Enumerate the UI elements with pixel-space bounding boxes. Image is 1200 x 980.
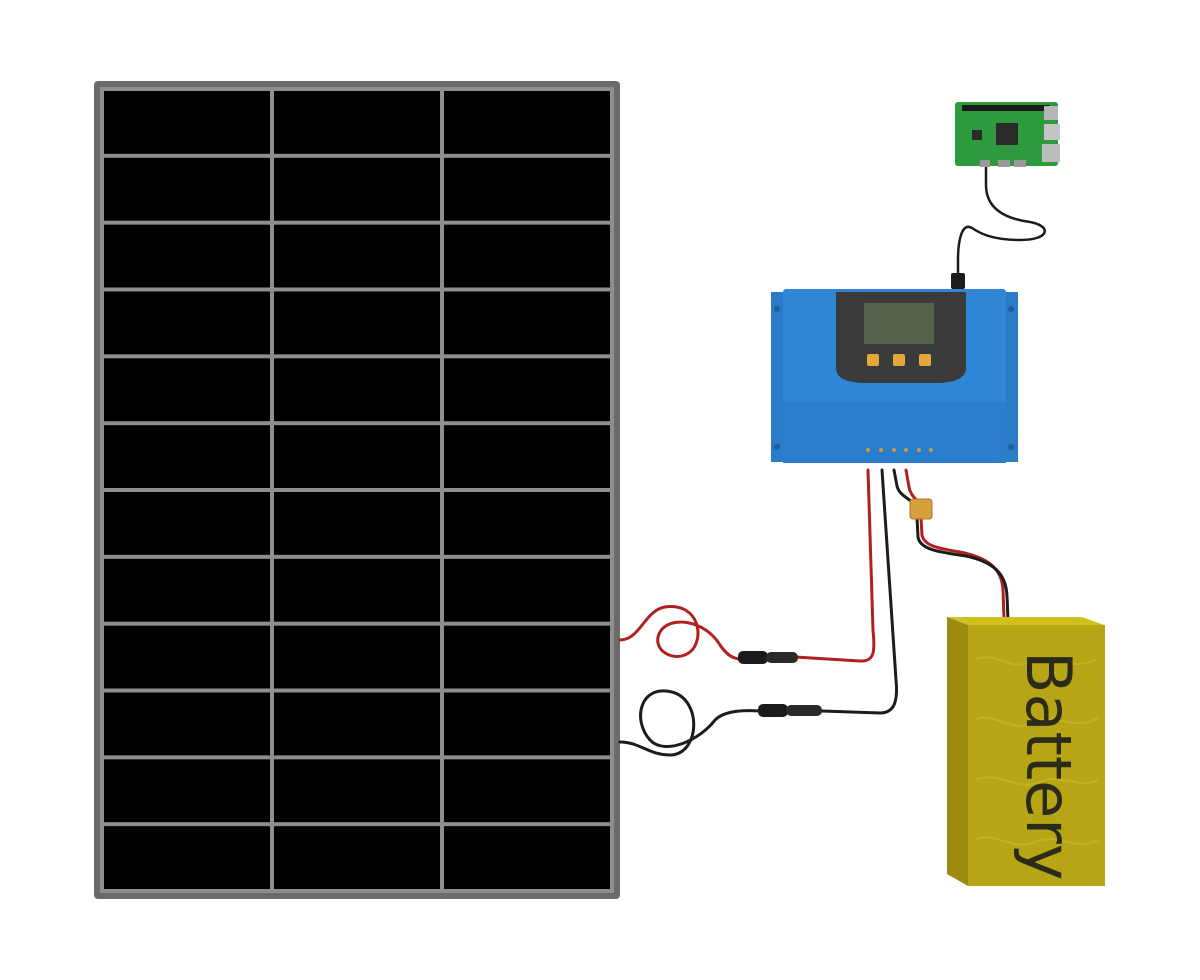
terminal [866, 448, 870, 452]
controller-button-1[interactable] [867, 354, 879, 366]
solar-cell [444, 692, 610, 756]
battery-top [947, 617, 1104, 625]
solar-cell [444, 91, 610, 154]
solar-cell [104, 425, 270, 488]
mount-hole [1008, 306, 1014, 312]
board-gpio-header [962, 105, 1050, 111]
board-usb-port [1044, 124, 1060, 140]
solar-cell [274, 358, 440, 422]
battery-connector [909, 498, 933, 520]
solar-cell [104, 358, 270, 422]
solar-cell [444, 224, 610, 288]
panel-positive-wire [618, 605, 747, 661]
charge-controller [771, 289, 1018, 463]
solar-cell [274, 692, 440, 756]
terminal [892, 448, 896, 452]
solar-cell [444, 625, 610, 689]
solar-panel [94, 81, 620, 899]
board-hdmi-port [998, 160, 1010, 167]
solar-cell [274, 826, 440, 889]
terminal [929, 448, 933, 452]
solar-cell [274, 558, 440, 622]
terminal [904, 448, 908, 452]
board-ethernet-port [1042, 144, 1060, 162]
battery-front [968, 625, 1105, 886]
solar-cell [444, 291, 610, 355]
solar-cell [444, 558, 610, 622]
mount-hole [1008, 444, 1014, 450]
solar-cell [104, 91, 270, 154]
solar-cell [444, 157, 610, 221]
solar-cell [444, 492, 610, 555]
controller-button-2[interactable] [893, 354, 905, 366]
panel-negative-wire [618, 689, 762, 757]
controller-mount-left [771, 292, 785, 462]
battery-side [947, 617, 968, 886]
solar-cell [104, 759, 270, 823]
board-chip-small [972, 130, 982, 140]
controller-terminals [866, 448, 933, 452]
panel-wires [618, 468, 899, 757]
controller-negative-wire-a [820, 468, 899, 715]
solar-cell [104, 157, 270, 221]
mc4-connector-positive [738, 651, 798, 664]
solar-cell [444, 759, 610, 823]
mount-hole [774, 306, 780, 312]
solar-cell [274, 224, 440, 288]
solar-cell [274, 157, 440, 221]
solar-cell [274, 625, 440, 689]
controller-button-3[interactable] [919, 354, 931, 366]
board-hdmi-port [1014, 160, 1026, 167]
solar-cell [104, 625, 270, 689]
terminal [879, 448, 883, 452]
usb-cable [956, 163, 1047, 277]
solar-cell [274, 492, 440, 555]
board-usb-port [1044, 106, 1058, 120]
board-power-port [980, 160, 990, 167]
solar-cell [104, 692, 270, 756]
solar-cell [104, 224, 270, 288]
solar-cell [104, 558, 270, 622]
battery: Battery [947, 617, 1105, 886]
controller-mount-right [1004, 292, 1018, 462]
solar-cell [104, 826, 270, 889]
solar-cell [104, 291, 270, 355]
mc4-connector-negative [758, 704, 822, 717]
microcontroller-board [955, 102, 1060, 167]
terminal [917, 448, 921, 452]
solar-panel-inner-frame [100, 87, 614, 893]
solar-cell [274, 759, 440, 823]
controller-lower-band [783, 402, 1006, 463]
usb-plug [951, 273, 965, 289]
solar-cell [104, 492, 270, 555]
mount-hole [774, 444, 780, 450]
solar-cell [274, 425, 440, 488]
solar-cell [444, 358, 610, 422]
battery-wires [892, 468, 1010, 622]
solar-cells [104, 91, 610, 889]
solar-cell [444, 425, 610, 488]
solar-cell [444, 826, 610, 889]
controller-display [864, 303, 934, 344]
solar-cell [274, 291, 440, 355]
solar-cell [274, 91, 440, 154]
controller-positive-wire-a [793, 468, 876, 663]
board-chip [996, 123, 1018, 145]
battery-label: Battery [1012, 651, 1085, 880]
battery-texture [974, 656, 1099, 846]
